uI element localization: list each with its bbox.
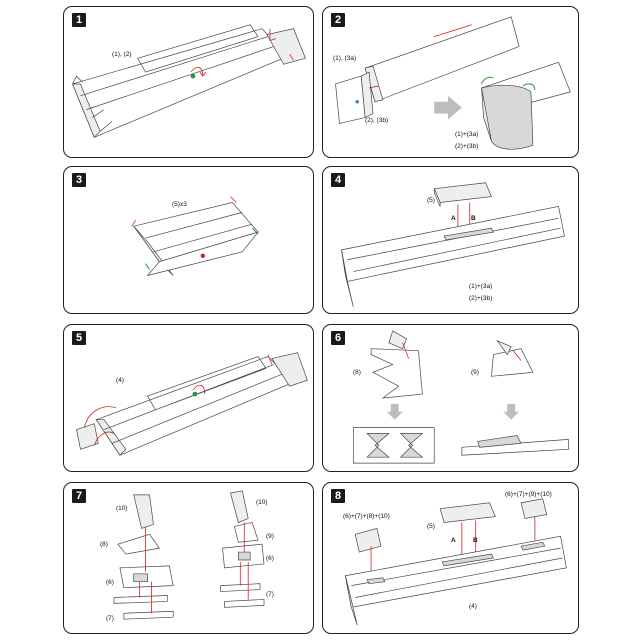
part-label: (9) <box>471 369 479 376</box>
part-label: (2)+(3b) <box>469 295 493 302</box>
part-label: (2), (3b) <box>365 117 389 124</box>
part-label: (7) <box>266 591 274 598</box>
part-label: (7) <box>106 615 114 622</box>
step-number-badge: 7 <box>72 489 86 503</box>
step-8-panel: 8 (6)+(7)+(8)+(10) (5) A B (6)+(7)+(9)+(… <box>322 482 579 634</box>
slot-label-a: A <box>451 215 456 222</box>
step-number-badge: 2 <box>331 13 345 27</box>
step-3-illustration <box>131 196 260 277</box>
part-label: (1), (2) <box>112 51 132 58</box>
step-2-illustration <box>335 16 571 150</box>
step-5-panel: 5 (4) <box>63 324 314 472</box>
slot-label-b: B <box>473 537 478 544</box>
step-4-panel: 4 (5) A B (1)+(3a) (2)+(3b) <box>322 166 579 314</box>
step-2-panel: 2 (1), (3a) (2), (3b) (1)+(3a) (2)+(3b) <box>322 6 579 158</box>
next-step-arrow-icon <box>503 403 520 420</box>
step-number-badge: 5 <box>72 331 86 345</box>
part-label: (8) <box>100 541 108 548</box>
step-1-panel: 1 (1), (2) <box>63 6 314 158</box>
part-label: (6)+(7)+(9)+(10) <box>505 491 552 498</box>
step-number-badge: 8 <box>331 489 345 503</box>
part-label: (4) <box>469 603 477 610</box>
part-label: (8) <box>353 369 361 376</box>
part-label: (2)+(3b) <box>455 143 479 150</box>
part-label: (4) <box>116 377 124 384</box>
part-label: (5)x3 <box>172 201 187 208</box>
slot-label-a: A <box>451 537 456 544</box>
step-1-illustration <box>72 24 306 138</box>
step-number-badge: 1 <box>72 13 86 27</box>
step-7-illustration <box>113 490 265 620</box>
part-label: (9) <box>266 533 274 540</box>
next-step-arrow-icon <box>386 403 403 420</box>
step-6-illustration <box>352 330 569 464</box>
part-label: (6) <box>106 579 114 586</box>
part-label: (5) <box>427 197 435 204</box>
part-label: (6) <box>266 555 274 562</box>
step-4-illustration <box>341 182 565 308</box>
next-step-arrow-icon <box>434 95 462 120</box>
part-label: (1)+(3a) <box>455 131 479 138</box>
part-label: (10) <box>116 505 128 512</box>
step-5-illustration <box>76 352 308 456</box>
part-label: (6)+(7)+(8)+(10) <box>343 513 390 520</box>
part-label: (10) <box>256 499 268 506</box>
part-label: (1)+(3a) <box>469 283 493 290</box>
slot-label-b: B <box>471 215 476 222</box>
part-label: (1), (3a) <box>333 55 357 62</box>
step-3-panel: 3 (5)x3 <box>63 166 314 314</box>
step-7-panel: 7 (10) (8) (6) (7) (10) (9) (6) (7) <box>63 482 314 634</box>
step-number-badge: 3 <box>72 173 86 187</box>
step-number-badge: 6 <box>331 331 345 345</box>
step-number-badge: 4 <box>331 173 345 187</box>
step-6-panel: 6 (8) (9) <box>322 324 579 472</box>
part-label: (5) <box>427 523 435 530</box>
step-8-illustration <box>344 498 567 626</box>
